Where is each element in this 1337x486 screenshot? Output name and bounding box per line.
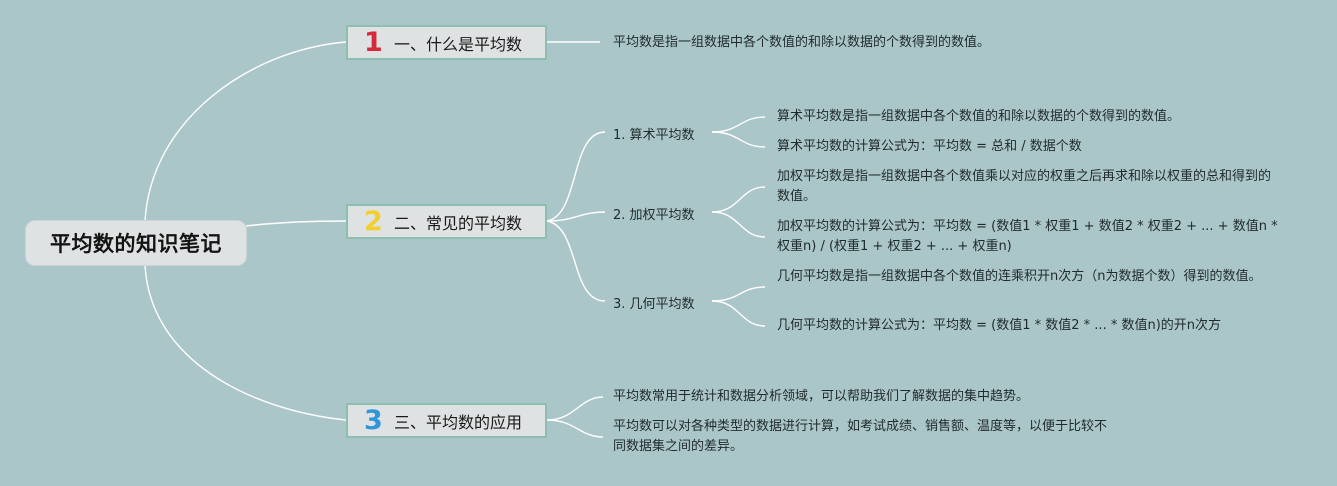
link-root-sec3 [144,264,347,421]
section-1-topic[interactable]: 1 一、什么是平均数 [346,25,547,60]
root-title: 平均数的知识笔记 [50,232,222,256]
link-sec2-sub3 [546,220,606,302]
sub-topic-arithmetic[interactable]: 1. 算术平均数 [613,128,695,143]
link-sec3-leaf2 [546,419,604,438]
section-2-topic[interactable]: 2 二、常见的平均数 [346,204,547,239]
leaf-arithmetic-definition[interactable]: 算术平均数是指一组数据中各个数值的和除以数据的个数得到的数值。 [777,109,1181,124]
leaf-geometric-definition[interactable]: 几何平均数是指一组数据中各个数值的连乘积开n次方（n为数据个数）得到的数值。 [777,269,1262,284]
section-title: 三、平均数的应用 [394,412,523,432]
link-sub2-leaf2 [711,211,766,238]
leaf-application-comparison[interactable]: 平均数可以对各种类型的数据进行计算，如考试成绩、销售额、温度等，以便于比较不同数… [613,419,1108,454]
link-sec2-sub2 [546,211,606,222]
link-sub3-leaf2 [711,300,766,327]
leaf-application-usage[interactable]: 平均数常用于统计和数据分析领域，可以帮助我们了解数据的集中趋势。 [613,389,1030,404]
link-sub3-leaf1 [711,286,766,302]
leaf-geometric-formula[interactable]: 几何平均数的计算公式为：平均数 = (数值1 * 数值2 * ... * 数值n… [777,318,1222,333]
leaf-definition[interactable]: 平均数是指一组数据中各个数值的和除以数据的个数得到的数值。 [613,35,991,50]
sub-topic-geometric[interactable]: 3. 几何平均数 [613,297,695,312]
link-sub1-leaf2 [711,131,766,148]
leaf-arithmetic-formula[interactable]: 算术平均数的计算公式为：平均数 = 总和 / 数据个数 [777,139,1082,154]
link-root-sec1 [144,41,347,223]
leaf-weighted-formula[interactable]: 加权平均数的计算公式为：平均数 = (数值1 * 权重1 + 数值2 * 权重2… [777,219,1278,254]
link-sec3-leaf1 [546,396,604,421]
section-number: 2 [364,206,383,237]
section-number: 1 [364,27,383,58]
link-root-sec2 [245,220,347,227]
section-title: 一、什么是平均数 [394,34,523,54]
link-sec2-sub1 [546,131,606,222]
leaf-weighted-definition[interactable]: 加权平均数是指一组数据中各个数值乘以对应的权重之后再求和除以权重的总和得到的数值… [777,169,1272,204]
link-sub2-leaf1 [711,186,766,213]
root-topic[interactable]: 平均数的知识笔记 [26,221,246,265]
sub-topic-weighted[interactable]: 2. 加权平均数 [613,208,695,223]
section-title: 二、常见的平均数 [394,213,523,233]
link-sub1-leaf1 [711,116,766,133]
section-3-topic[interactable]: 3 三、平均数的应用 [346,403,547,438]
section-number: 3 [364,405,383,436]
